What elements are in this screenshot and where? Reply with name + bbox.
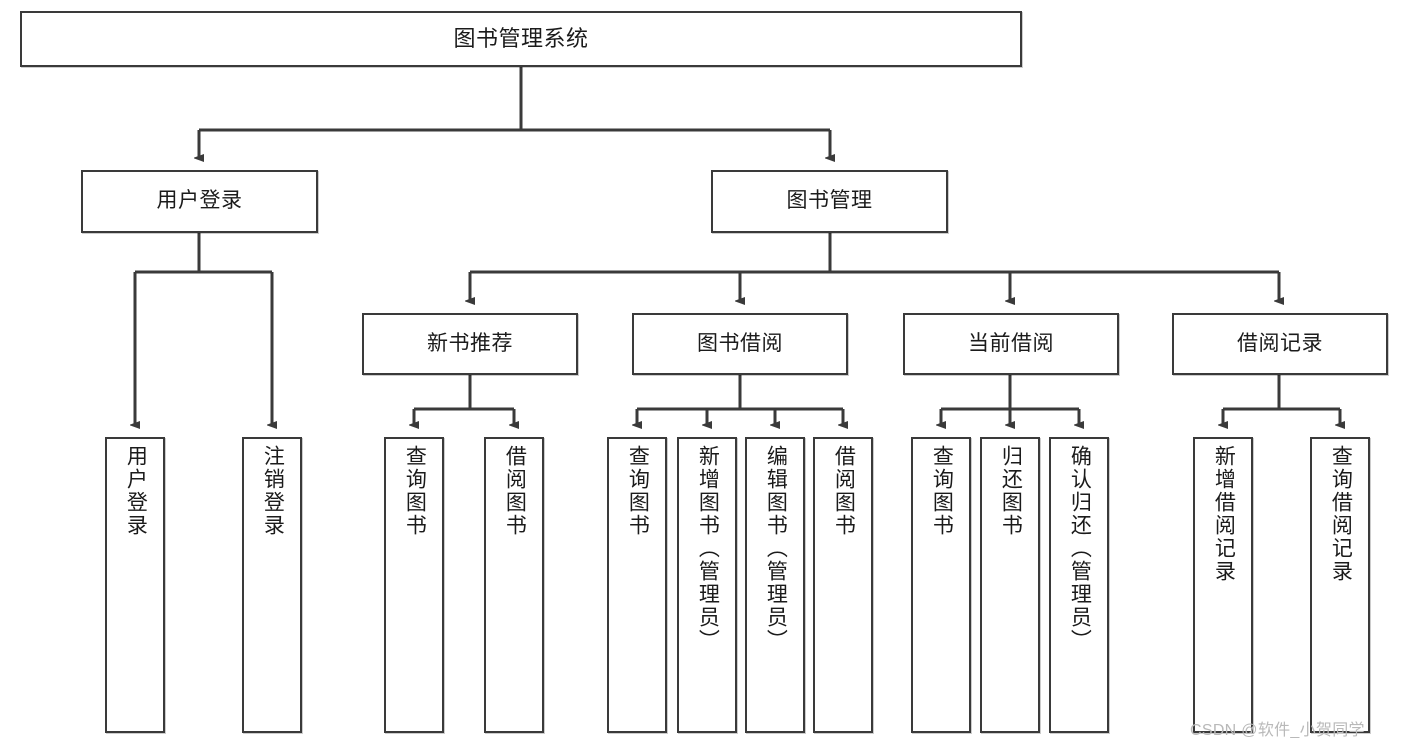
node-new-book-recommend[interactable]: 新书推荐 — [362, 313, 578, 375]
node-root-system[interactable]: 图书管理系统 — [20, 11, 1022, 67]
node-label: 编辑图书（管理员） — [764, 445, 788, 652]
leaf-query-book-recommend[interactable]: 查询图书 — [384, 437, 444, 733]
leaf-return-book[interactable]: 归还图书 — [980, 437, 1040, 733]
leaf-user-login[interactable]: 用户登录 — [105, 437, 165, 733]
node-label: 查询借阅记录 — [1329, 445, 1353, 583]
node-label: 确认归还（管理员） — [1068, 445, 1092, 652]
node-label: 新增借阅记录 — [1212, 445, 1236, 583]
node-label: 图书管理 — [786, 189, 873, 213]
node-label: 新增图书（管理员） — [696, 445, 720, 652]
node-label: 新书推荐 — [427, 331, 513, 355]
csdn-watermark: CSDN @软件_小贺同学 — [1190, 722, 1365, 739]
node-book-borrow[interactable]: 图书借阅 — [632, 313, 848, 375]
node-label: 查询图书 — [930, 445, 954, 537]
leaf-borrow-book-recommend[interactable]: 借阅图书 — [484, 437, 544, 733]
node-book-manage[interactable]: 图书管理 — [711, 170, 948, 233]
node-label: 借阅记录 — [1237, 331, 1323, 355]
node-label: 图书管理系统 — [453, 26, 589, 52]
node-label: 借阅图书 — [832, 445, 856, 537]
leaf-edit-book-admin[interactable]: 编辑图书（管理员） — [745, 437, 805, 733]
node-label: 查询图书 — [403, 445, 427, 537]
node-label: 归还图书 — [999, 445, 1023, 537]
node-user-login[interactable]: 用户登录 — [81, 170, 318, 233]
leaf-confirm-return-admin[interactable]: 确认归还（管理员） — [1049, 437, 1109, 733]
leaf-query-book-current[interactable]: 查询图书 — [911, 437, 971, 733]
leaf-add-book-admin[interactable]: 新增图书（管理员） — [677, 437, 737, 733]
node-borrow-record[interactable]: 借阅记录 — [1172, 313, 1388, 375]
node-current-borrow[interactable]: 当前借阅 — [903, 313, 1119, 375]
node-label: 用户登录 — [156, 189, 243, 213]
node-label: 当前借阅 — [968, 331, 1054, 355]
node-label: 用户登录 — [124, 445, 148, 537]
leaf-query-borrow-record[interactable]: 查询借阅记录 — [1310, 437, 1370, 733]
leaf-add-borrow-record[interactable]: 新增借阅记录 — [1193, 437, 1253, 733]
node-label: 查询图书 — [626, 445, 650, 537]
node-label: 图书借阅 — [697, 331, 783, 355]
node-label: 注销登录 — [261, 445, 285, 537]
leaf-logout[interactable]: 注销登录 — [242, 437, 302, 733]
leaf-query-book-borrow[interactable]: 查询图书 — [607, 437, 667, 733]
leaf-borrow-book[interactable]: 借阅图书 — [813, 437, 873, 733]
node-label: 借阅图书 — [503, 445, 527, 537]
